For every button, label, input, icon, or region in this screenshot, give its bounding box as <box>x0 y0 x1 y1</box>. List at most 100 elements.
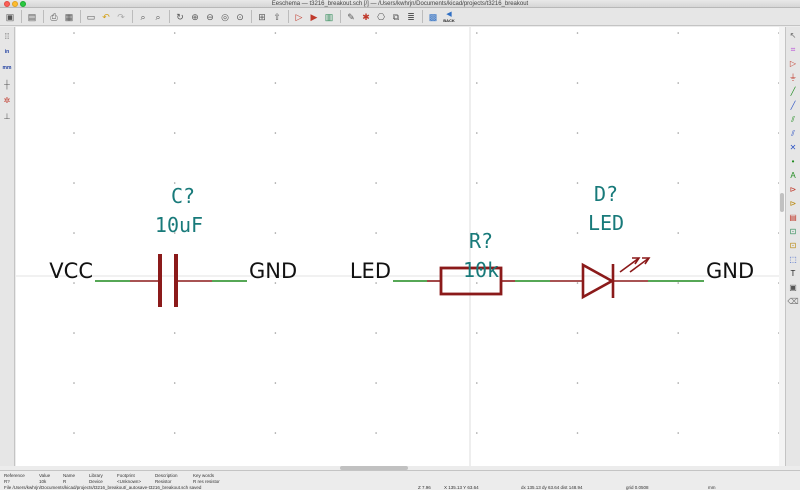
cursor-shape-icon[interactable]: ┼ <box>4 79 10 89</box>
add-global-label-icon[interactable]: ⊳ <box>789 185 797 194</box>
grid-dot <box>677 432 679 434</box>
assign-footprints-icon[interactable]: ⧉ <box>392 11 400 22</box>
bus-to-bus-entry-icon[interactable]: ⫽ <box>791 129 795 138</box>
zoom-out-icon[interactable]: ⊖ <box>206 11 214 22</box>
wire-to-bus-entry-icon[interactable]: ⫽ <box>791 115 795 124</box>
zoom-selection-icon[interactable]: ⊙ <box>236 11 244 22</box>
add-label-icon[interactable]: A <box>790 171 796 180</box>
page-settings-icon[interactable]: ▤ <box>27 11 37 22</box>
back-annotate-button[interactable]: ◀ BACK <box>441 10 457 24</box>
grid-dot <box>576 182 579 184</box>
grid-dot <box>677 282 679 284</box>
schematic-canvas[interactable]: C? 10uF VCC GND R? 10k LED <box>16 27 779 466</box>
bom-icon[interactable]: ≣ <box>407 11 415 22</box>
footprint-editor-icon[interactable]: ▥ <box>324 11 334 22</box>
add-text-icon[interactable]: T <box>790 269 796 278</box>
grid-dot <box>375 82 377 84</box>
resistor-reference: R? <box>469 229 493 253</box>
grid-readout: grid 0.0508 <box>626 485 649 490</box>
grid-dot <box>173 32 176 34</box>
led-symbol[interactable]: D? LED <box>550 182 704 300</box>
led-reference: D? <box>594 182 618 206</box>
add-sheet-icon[interactable]: ▤ <box>789 213 797 222</box>
grid-dot <box>576 132 579 134</box>
add-image-icon[interactable]: ▣ <box>789 283 797 292</box>
grid-dot <box>576 32 579 34</box>
hierarchy-navigator-icon[interactable]: ⊞ <box>258 11 266 22</box>
vertical-scroll-thumb[interactable] <box>780 193 784 212</box>
status-header-keywords: Key words <box>193 473 215 478</box>
save-icon[interactable]: ▣ <box>5 11 15 22</box>
units-mm-button[interactable]: mm <box>2 65 12 71</box>
delete-icon[interactable]: ⌫ <box>787 297 799 306</box>
grid-dot <box>476 282 478 284</box>
leave-sheet-icon[interactable]: ⇧ <box>273 11 281 22</box>
add-graphic-line-icon[interactable]: ⬚ <box>789 255 797 264</box>
select-arrow-icon[interactable]: ↖ <box>789 31 797 40</box>
grid-dot <box>274 282 277 284</box>
close-window-button[interactable] <box>4 1 10 7</box>
grid-dot <box>476 432 478 434</box>
grid-dot <box>476 82 478 84</box>
find-icon[interactable]: ⌕ <box>140 11 146 22</box>
refresh-icon[interactable]: ↻ <box>176 11 184 22</box>
status-header-footprint: Footprint <box>117 473 135 478</box>
units-inch-button[interactable]: in <box>4 49 10 55</box>
add-sheet-pin-icon[interactable]: ⊡ <box>789 241 797 250</box>
grid-dot <box>778 232 779 234</box>
find-replace-icon[interactable]: ⌕ <box>155 11 161 22</box>
zoom-fit-icon[interactable]: ◎ <box>221 11 229 22</box>
grid-dot <box>476 332 478 334</box>
plot-icon[interactable]: ▦ <box>64 11 74 22</box>
horizontal-scroll-thumb[interactable] <box>340 466 408 470</box>
toolbar-separator <box>422 10 423 23</box>
grid-dot <box>576 332 579 334</box>
main-toolbar: ▣ ▤ ⎙ ▦ ▭ ↶ ↷ ⌕ ⌕ ↻ ⊕ ⊖ ◎ ⊙ ⊞ ⇧ ▷ ▶ ▥ ✎ … <box>0 8 800 26</box>
no-connect-icon[interactable]: ✕ <box>789 143 797 152</box>
grid-dot <box>73 332 75 334</box>
redo-icon[interactable]: ↷ <box>117 11 125 22</box>
add-junction-icon[interactable]: • <box>791 157 795 166</box>
minimize-window-button[interactable] <box>12 1 18 7</box>
capacitor-symbol[interactable]: C? 10uF <box>95 184 247 307</box>
erc-icon[interactable]: ✱ <box>362 11 370 22</box>
import-sheet-pin-icon[interactable]: ⊡ <box>789 227 797 236</box>
add-wire-icon[interactable]: ╱ <box>790 87 796 96</box>
zoom-in-icon[interactable]: ⊕ <box>191 11 199 22</box>
vertical-scrollbar[interactable] <box>779 27 785 466</box>
maximize-window-button[interactable] <box>20 1 26 7</box>
symbol-library-browser-icon[interactable]: ▶ <box>310 11 318 22</box>
highlight-net-icon[interactable]: ⌗ <box>790 45 796 54</box>
grid-dot <box>375 232 377 234</box>
netlist-icon[interactable]: ⎔ <box>377 11 385 22</box>
resistor-symbol[interactable]: R? 10k <box>393 229 550 296</box>
grid-dot <box>375 332 377 334</box>
grid-dot <box>173 382 176 384</box>
print-icon[interactable]: ⎙ <box>50 11 58 22</box>
grid-dot <box>375 132 377 134</box>
wire-orientation-icon[interactable]: ⊥ <box>3 111 11 121</box>
undo-icon[interactable]: ↶ <box>102 11 110 22</box>
grid-dots <box>73 32 779 434</box>
annotate-icon[interactable]: ✎ <box>347 11 355 22</box>
add-power-icon[interactable]: ⏚ <box>789 73 797 82</box>
grid-dot <box>73 182 75 184</box>
hidden-pins-icon[interactable]: ✲ <box>3 95 11 105</box>
grid-dot <box>778 32 779 34</box>
status-header-description: Description <box>155 473 178 478</box>
paste-icon[interactable]: ▭ <box>86 11 96 22</box>
title-bar: Eeschema — t3216_breakout.sch [/] — /Use… <box>0 0 800 8</box>
grid-toggle-icon[interactable]: ⁞⁞ <box>4 31 10 41</box>
add-hierarchical-label-icon[interactable]: ⊳ <box>789 199 797 208</box>
add-bus-icon[interactable]: ╱ <box>790 101 796 110</box>
symbol-editor-icon[interactable]: ▷ <box>295 11 303 22</box>
grid-dot <box>476 32 478 34</box>
grid-dot <box>173 82 176 84</box>
grid-dot <box>576 382 579 384</box>
add-symbol-icon[interactable]: ▷ <box>789 59 797 68</box>
resistor-value: 10k <box>463 258 499 282</box>
grid-dot <box>73 232 75 234</box>
pcbnew-icon[interactable]: ▩ <box>428 11 438 22</box>
net-label-gnd-2: GND <box>706 259 754 283</box>
grid-dot <box>73 82 75 84</box>
